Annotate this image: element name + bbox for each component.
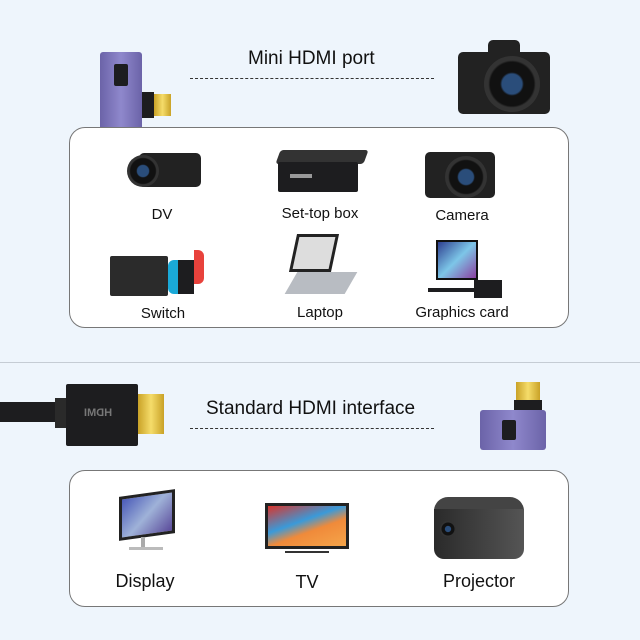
camcorder-icon (125, 145, 205, 197)
hdmi-logo: HDMI (84, 407, 113, 419)
set-top-box-icon (275, 150, 369, 196)
device-label-laptop: Laptop (297, 304, 343, 321)
gaming-pc-icon (428, 240, 504, 302)
mini-hdmi-adapter-image (98, 40, 173, 135)
standard-hdmi-adapter-image (478, 380, 548, 452)
camera-icon (425, 142, 495, 200)
device-label-projector: Projector (442, 571, 516, 591)
device-label-dv: DV (151, 206, 173, 223)
device-label-tv: TV (295, 572, 319, 592)
game-console-icon (110, 248, 218, 296)
laptop-icon (284, 232, 358, 298)
device-label-graphics-card: Graphics card (415, 304, 509, 321)
standard-hdmi-heading: Standard HDMI interface (206, 398, 416, 419)
dashed-connector-line (190, 428, 434, 429)
hdmi-cable-image: HDMI (0, 384, 166, 446)
projector-icon (434, 497, 524, 559)
section-divider (0, 362, 640, 363)
standard-hdmi-devices-panel: Display TV Projector (69, 470, 569, 607)
device-label-display: Display (115, 571, 175, 591)
mini-hdmi-heading: Mini HDMI port (248, 48, 375, 69)
device-label-switch: Switch (140, 305, 186, 322)
dashed-connector-line (190, 78, 434, 79)
mini-hdmi-devices-panel: DV Set-top box Camera Switch Laptop Grap… (69, 127, 569, 328)
tv-icon (265, 503, 349, 553)
monitor-icon (115, 487, 179, 551)
camera-image (458, 38, 550, 130)
device-label-camera: Camera (435, 207, 489, 224)
device-label-set-top-box: Set-top box (281, 205, 359, 222)
